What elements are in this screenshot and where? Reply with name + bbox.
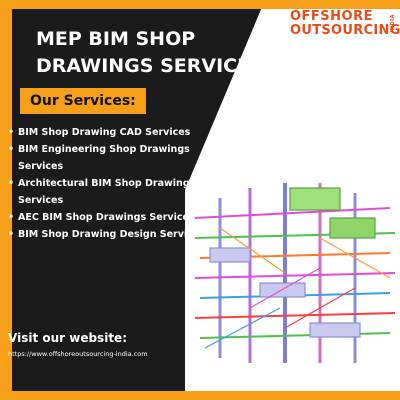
page-title: MEP BIM SHOP DRAWINGS SERVICES: [36, 26, 276, 80]
title-line1: MEP BIM SHOP: [36, 28, 196, 50]
services-list: BIM Shop Drawing CAD Services BIM Engine…: [8, 124, 208, 243]
service-item: BIM Shop Drawing Design Services: [8, 226, 208, 243]
mep-3d-model-illustration: [194, 183, 396, 363]
service-item: AEC BIM Shop Drawings Services: [8, 209, 208, 226]
website-link[interactable]: https://www.offshoreoutsourcing-india.co…: [8, 350, 148, 358]
title-line2: DRAWINGS SERVICES: [36, 55, 264, 77]
logo-line2: OUTSOURCING: [290, 23, 400, 38]
logo-tag: INDIA: [390, 14, 396, 33]
top-accent-bar: [0, 0, 400, 9]
visit-website-label: Visit our website:: [8, 331, 127, 345]
service-item: BIM Engineering Shop Drawings Services: [8, 141, 208, 175]
logo-line1: OFFSHORE: [290, 9, 373, 24]
bottom-accent-bar: [0, 391, 400, 400]
left-accent-stripe: [0, 0, 12, 400]
services-heading: Our Services:: [20, 88, 146, 114]
company-logo[interactable]: OFFSHORE OUTSOURCING INDIA: [290, 9, 400, 40]
service-item: BIM Shop Drawing CAD Services: [8, 124, 208, 141]
service-item: Architectural BIM Shop Drawings Services: [8, 175, 208, 209]
model-structure: [194, 183, 396, 363]
